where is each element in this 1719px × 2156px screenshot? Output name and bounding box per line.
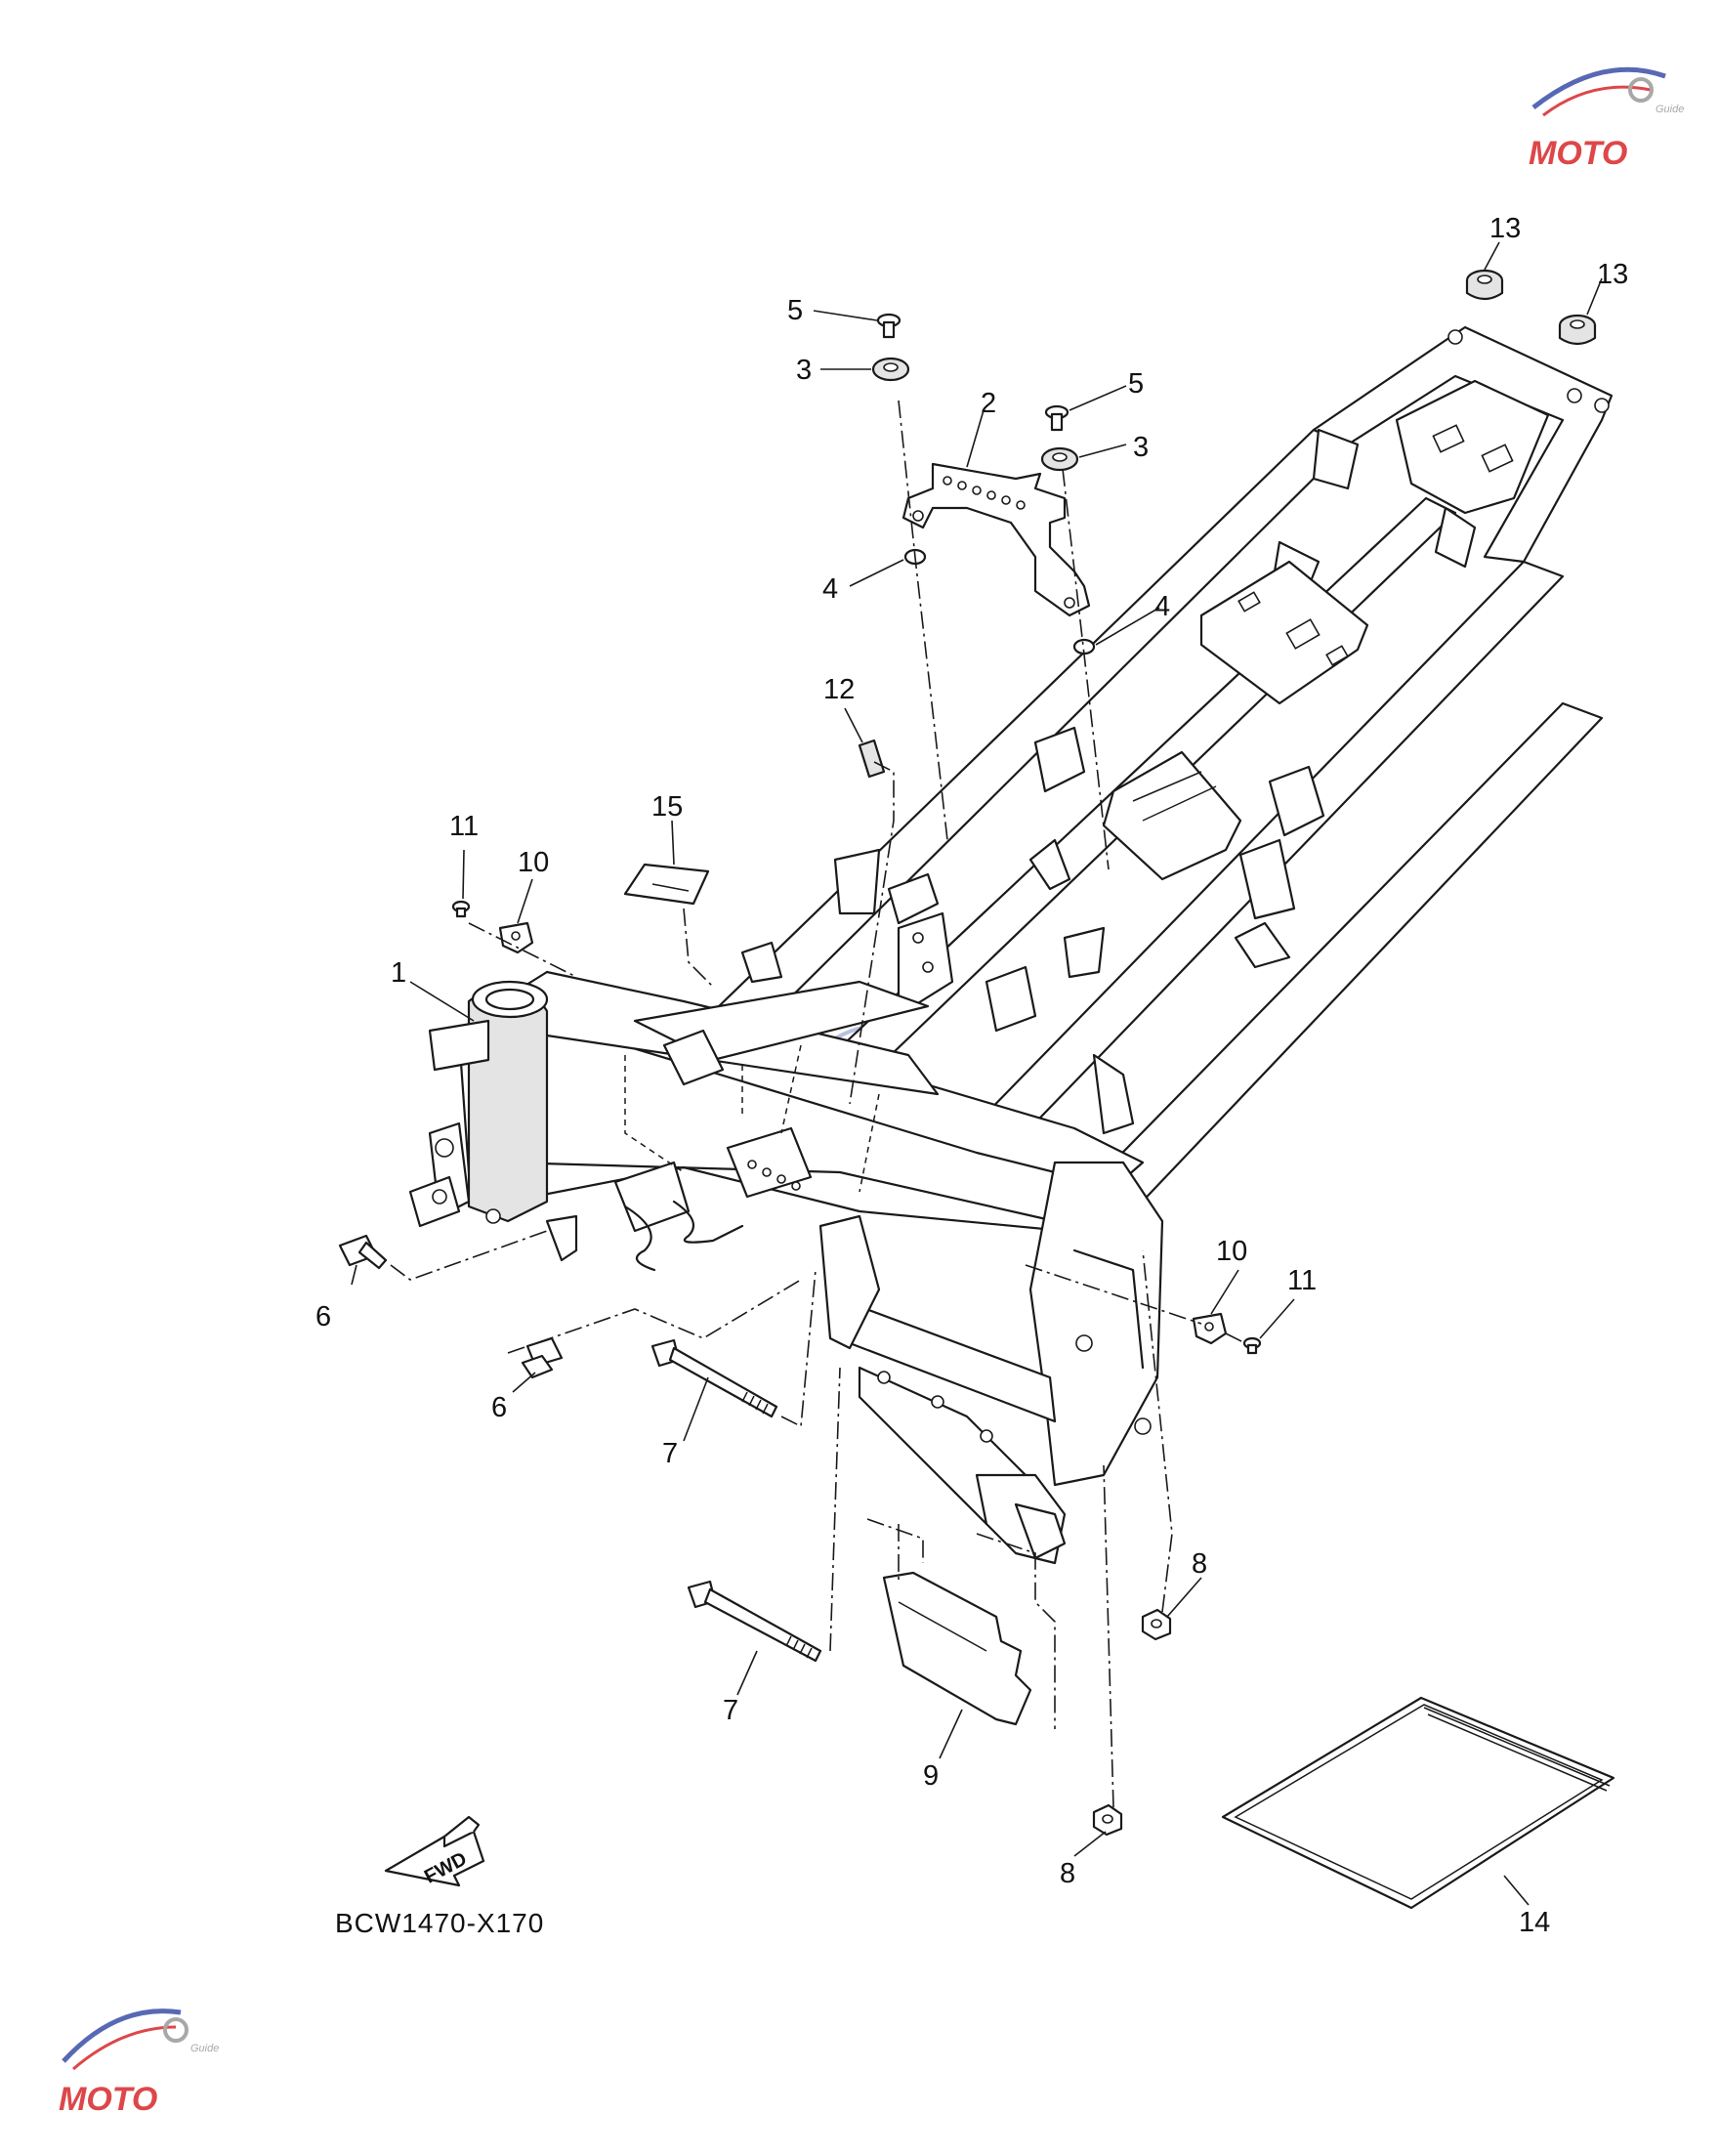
part-9-cover-plate xyxy=(882,1571,1032,1726)
gear-icon xyxy=(1628,77,1654,103)
part-7-pivot-bolt-lower xyxy=(687,1580,822,1663)
callout-13b: 13 xyxy=(1597,259,1628,290)
callout-3a: 3 xyxy=(796,355,812,386)
fwd-arrow-indicator: FWD xyxy=(384,1815,485,1888)
callout-5a: 5 xyxy=(787,295,803,326)
watermark-logo-top: MOTO Guide xyxy=(1529,66,1684,172)
callout-8b: 8 xyxy=(1060,1858,1075,1889)
callout-13a: 13 xyxy=(1489,213,1521,244)
part-11-screw-right xyxy=(1242,1336,1262,1355)
part-7-pivot-bolt-upper xyxy=(650,1338,778,1418)
part-10-clamp-right xyxy=(1192,1312,1228,1345)
drawing-code: BCW1470-X170 xyxy=(335,1908,544,1938)
callout-7a: 7 xyxy=(662,1438,678,1469)
callout-2: 2 xyxy=(981,388,996,419)
callout-4a: 4 xyxy=(822,573,838,605)
part-8-nut-lower xyxy=(1092,1803,1123,1837)
callout-8a: 8 xyxy=(1192,1548,1207,1580)
part-8-nut-upper xyxy=(1141,1608,1172,1641)
callout-9: 9 xyxy=(923,1760,939,1792)
callout-14: 14 xyxy=(1519,1907,1550,1938)
part-14-owners-manual xyxy=(1221,1696,1615,1910)
callout-5b: 5 xyxy=(1128,368,1144,400)
part-3-grommet-right xyxy=(1040,446,1079,472)
watermark-sub-bottom: Guide xyxy=(190,2043,219,2054)
watermark-logo-bottom: MOTO Guide xyxy=(59,2008,219,2118)
watermark-brand-bottom: MOTO xyxy=(59,2081,157,2118)
part-1-main-frame xyxy=(408,325,1614,1565)
part-13-damper-right xyxy=(1558,314,1597,346)
callout-3b: 3 xyxy=(1133,432,1149,463)
part-10-clamp-left xyxy=(498,921,534,954)
part-5-bolt-upper-left xyxy=(876,313,901,339)
callout-1: 1 xyxy=(391,957,406,989)
part-5-bolt-upper-right xyxy=(1044,404,1069,432)
part-6-bolt-left xyxy=(338,1234,388,1270)
callout-11b: 11 xyxy=(1287,1265,1317,1296)
callout-leader-lines xyxy=(351,241,1603,1906)
callout-12: 12 xyxy=(823,674,855,705)
callout-10b: 10 xyxy=(1216,1236,1247,1267)
part-13-damper-left xyxy=(1465,269,1504,301)
watermark-sub-top: Guide xyxy=(1656,104,1684,115)
callout-15: 15 xyxy=(651,791,683,823)
gear-icon xyxy=(163,2017,189,2043)
callout-4b: 4 xyxy=(1154,591,1170,622)
part-12-clip xyxy=(858,739,886,779)
callout-7b: 7 xyxy=(723,1695,738,1726)
callout-10a: 10 xyxy=(518,847,549,878)
assembly-chain-lines xyxy=(390,400,1246,1808)
part-11-screw-left xyxy=(451,900,471,918)
callout-labels: 13 13 5 3 2 5 3 4 4 12 15 11 10 1 6 6 7 … xyxy=(315,213,1628,1938)
part-3-grommet-left xyxy=(871,357,910,382)
callout-11a: 11 xyxy=(449,811,479,842)
callout-6a: 6 xyxy=(315,1301,331,1332)
callout-6b: 6 xyxy=(491,1392,507,1423)
part-2-seat-bracket xyxy=(901,462,1091,617)
part-15-label xyxy=(623,863,710,906)
watermark-brand-top: MOTO xyxy=(1529,135,1627,172)
part-6-bolt-center xyxy=(521,1336,564,1379)
